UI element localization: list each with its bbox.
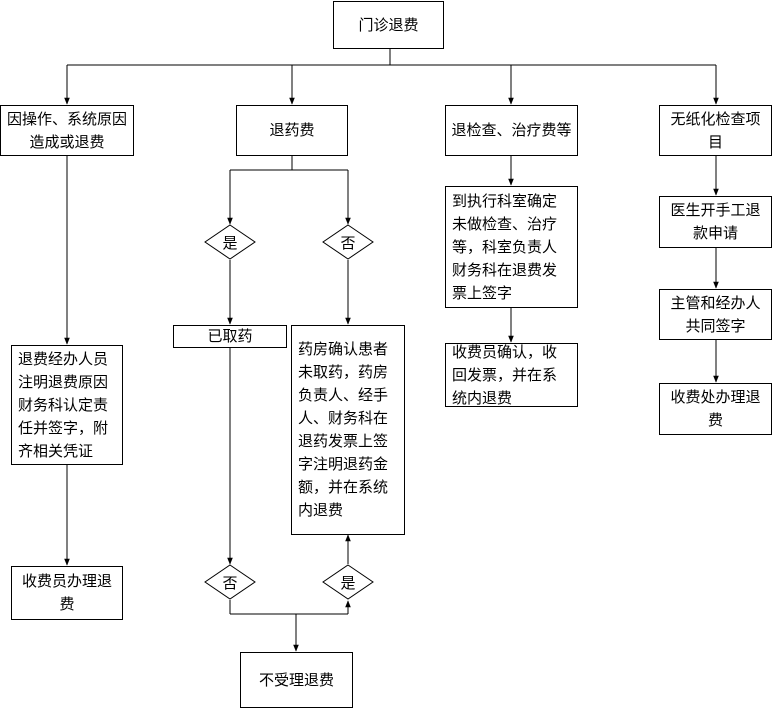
node-drug-taken: 已取药 <box>173 325 287 348</box>
node-b3-confirm-unperformed: 到执行科室确定未做检查、治疗等，科室负责人财务科在退费发票上签字 <box>445 186 578 308</box>
decision-top-no-label: 否 <box>340 233 356 252</box>
diamond-bottom-yes <box>322 564 374 600</box>
node-b4-manual-request: 医生开手工退款申请 <box>659 196 772 248</box>
node-pharmacy-confirm: 药房确认患者未取药，药房负责人、经手人、财务科在退药发票上签字注明退药金额，并在… <box>291 325 405 535</box>
node-branch-exam-refund: 退检查、治疗费等 <box>445 105 578 156</box>
diamond-bottom-no <box>204 564 256 600</box>
diamond-top-yes <box>204 224 256 260</box>
node-branch-paperless: 无纸化检查项目 <box>659 105 772 156</box>
node-b3-cashier-confirm: 收费员确认，收回发票，并在系统内退费 <box>445 343 578 407</box>
node-b1-record-reason: 退费经办人员注明退费原因财务科认定责任并签字，附齐相关凭证 <box>11 345 123 465</box>
node-root: 门诊退费 <box>333 1 444 49</box>
diamond-top-no <box>322 224 374 260</box>
node-b1-cashier-refund: 收费员办理退费 <box>11 566 123 620</box>
node-branch-drug-refund: 退药费 <box>236 105 348 156</box>
decision-top-yes-label: 是 <box>222 233 238 252</box>
node-branch-system-error: 因操作、系统原因造成或退费 <box>0 105 134 156</box>
node-b4-cashier-process: 收费处办理退费 <box>659 383 772 435</box>
node-b4-cosign: 主管和经办人共同签字 <box>659 289 772 340</box>
decision-bottom-no-label: 否 <box>222 573 238 592</box>
node-reject-refund: 不受理退费 <box>240 652 353 708</box>
decision-bottom-yes-label: 是 <box>340 573 356 592</box>
